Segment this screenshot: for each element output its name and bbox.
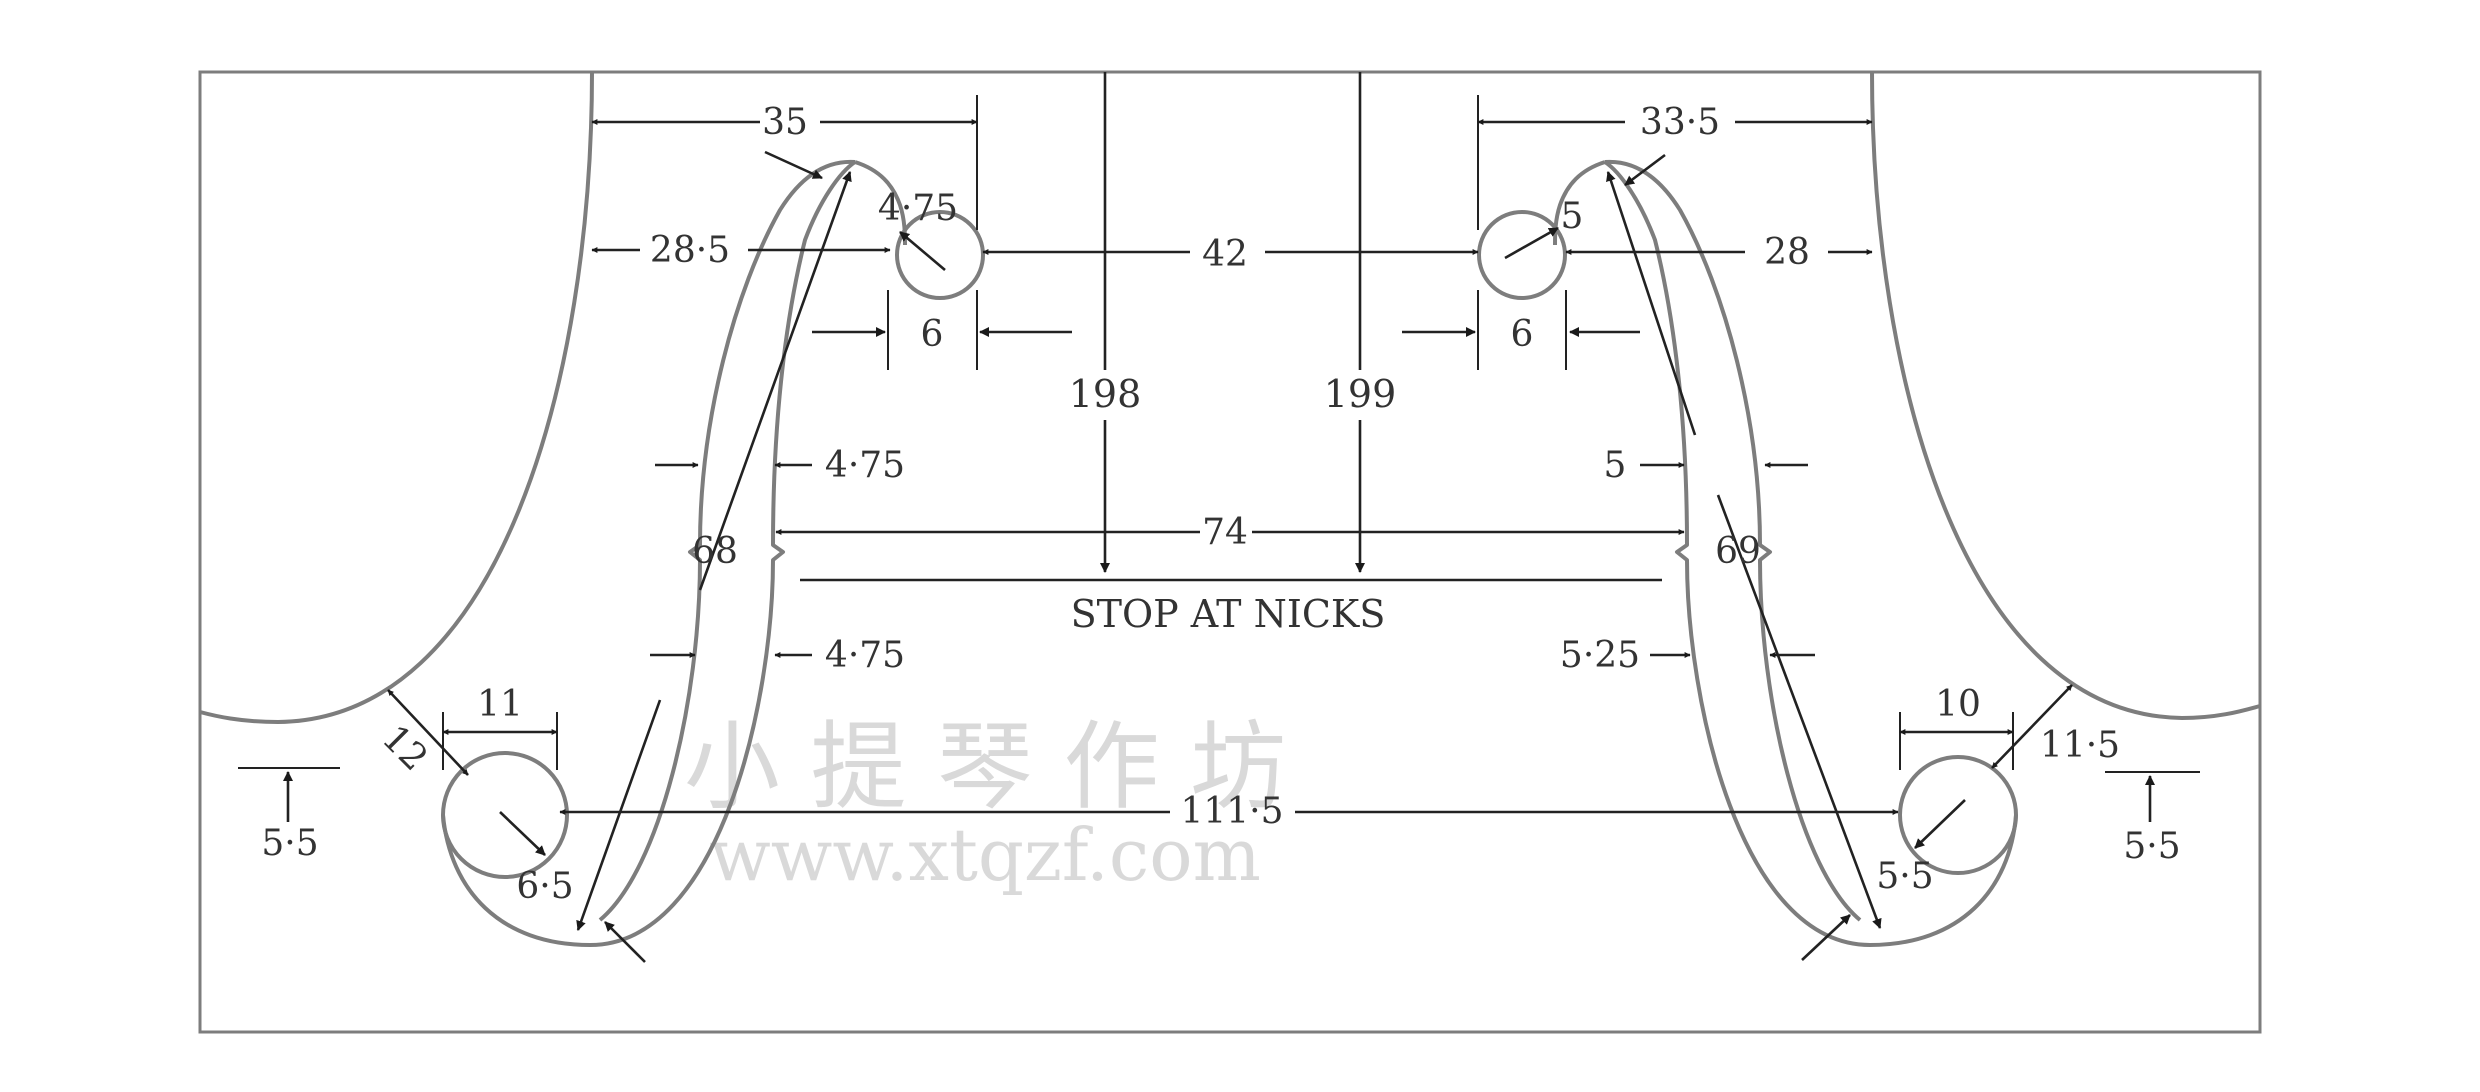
- dim-left-bottom-eye-width: 11: [477, 684, 523, 725]
- dim-left-length: 68: [692, 531, 738, 572]
- nicks-label: STOP AT NICKS: [1071, 592, 1386, 636]
- dim-left-to-eye: 28·5: [650, 230, 730, 271]
- left-bout-outline: [199, 71, 594, 724]
- dim-right-eye-radius: 5: [1561, 196, 1584, 237]
- dim-left-edge-offset: 5·5: [261, 823, 318, 864]
- watermark-url: www.xtqzf.com: [709, 813, 1261, 897]
- dim-right-stem-bottom: 5·25: [1560, 635, 1640, 676]
- dim-right-edge-offset: 5·5: [2123, 826, 2180, 867]
- dim-stem-spacing: 74: [1202, 512, 1248, 553]
- dim-right-stem-top: 5: [1604, 445, 1627, 486]
- dim-lower-eye-spacing: 111·5: [1180, 791, 1283, 832]
- watermark-chinese: 小 提 琴 作 坊: [684, 711, 1286, 823]
- dim-right-bottom-eye-width: 10: [1935, 684, 1981, 725]
- dim-right-bottom-eye-radius: 5·5: [1876, 856, 1933, 897]
- dim-eye-spacing: 42: [1202, 234, 1248, 275]
- dim-left-edge-distance: 12: [374, 718, 435, 779]
- dim-left-centre: 198: [1069, 372, 1142, 416]
- right-bout-outline: [1870, 71, 2261, 720]
- dim-right-length: 69: [1715, 531, 1761, 572]
- dim-right-to-edge: 28: [1764, 232, 1810, 273]
- dim-left-eye-width: 6: [921, 314, 944, 355]
- dim-left-stem-top: 4·75: [825, 445, 905, 486]
- dim-left-top-width: 35: [762, 102, 808, 143]
- dim-right-centre: 199: [1324, 372, 1397, 416]
- dim-left-stem-bottom: 4·75: [825, 635, 905, 676]
- dim-left-eye-radius: 4·75: [878, 188, 958, 229]
- dim-right-eye-width: 6: [1511, 314, 1534, 355]
- left-f-hole: [441, 159, 985, 947]
- dim-right-top-width: 33·5: [1640, 102, 1720, 143]
- dim-right-edge-distance: 11·5: [2040, 725, 2120, 766]
- dim-left-bottom-eye-radius: 6·5: [516, 866, 573, 907]
- template-frame: [198, 70, 2262, 1034]
